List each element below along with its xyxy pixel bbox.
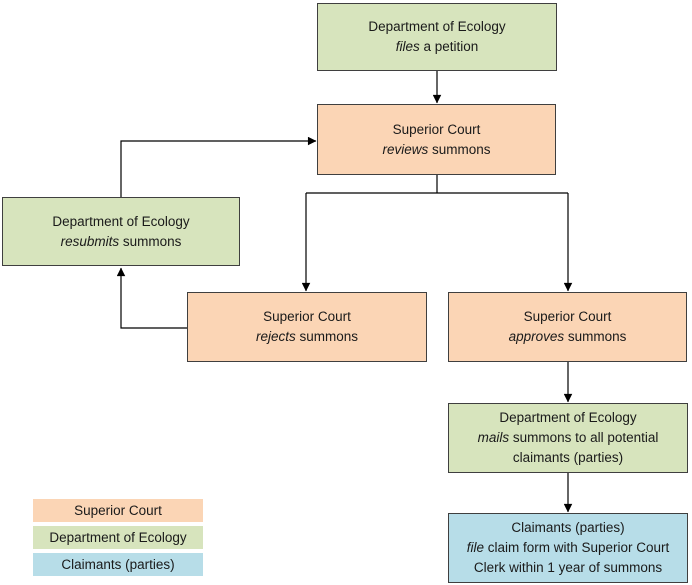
node-line-actor: Department of Ecology (499, 410, 637, 425)
action-rest: summons to all potential (509, 430, 659, 445)
action-word: approves (508, 329, 565, 344)
node-line-actor: Claimants (parties) (511, 520, 625, 535)
node-line-action: files a petition (396, 37, 479, 57)
legend-label: Claimants (parties) (61, 557, 175, 572)
node-line-action: resubmits summons (61, 232, 182, 252)
legend-item-claimants-parties: Claimants (parties) (33, 553, 203, 576)
action-rest: a petition (419, 39, 479, 54)
node-line-actor: Superior Court (523, 309, 612, 324)
action-word: mails (477, 430, 510, 445)
action-word: rejects (255, 329, 296, 344)
node-line-action: rejects summons (256, 327, 358, 347)
node-ecology-files-petition: Department of Ecology files a petition (317, 3, 557, 71)
action-rest: claim form with Superior Court (483, 540, 670, 555)
node-line-action: file claim form with Superior Court (467, 538, 670, 558)
node-line-extra: claimants (parties) (512, 450, 624, 465)
node-line-action: approves summons (509, 327, 627, 347)
legend-item-department-of-ecology: Department of Ecology (33, 526, 203, 549)
legend-label: Superior Court (74, 503, 162, 518)
action-word: files (395, 39, 420, 54)
color-legend: Superior Court Department of Ecology Cla… (33, 499, 203, 580)
action-rest: summons (119, 233, 182, 249)
action-rest: summons (564, 329, 627, 344)
action-word: resubmits (60, 233, 120, 249)
node-claimants-file-claim: Claimants (parties) file claim form with… (448, 513, 688, 583)
node-ecology-mails-summons: Department of Ecology mails summons to a… (448, 403, 688, 473)
node-court-approves-summons: Superior Court approves summons (448, 292, 687, 362)
action-rest: summons (295, 329, 359, 344)
node-line-extra: Clerk within 1 year of summons (473, 560, 663, 575)
node-line-actor: Superior Court (263, 309, 351, 324)
node-line-actor: Department of Ecology (52, 213, 190, 229)
connector-resubmits-to-reviews (120, 136, 317, 197)
legend-label: Department of Ecology (49, 530, 187, 545)
node-line-actor: Department of Ecology (368, 19, 506, 34)
node-line-action: mails summons to all potential (478, 428, 659, 448)
legend-item-superior-court: Superior Court (33, 499, 203, 522)
node-court-reviews-summons: Superior Court reviews summons (317, 104, 556, 175)
action-word: file (466, 540, 484, 555)
connector-rejects-to-resubmits (116, 267, 187, 329)
action-word: reviews (382, 141, 429, 157)
node-line-action: reviews summons (382, 140, 490, 160)
node-ecology-resubmits-summons: Department of Ecology resubmits summons (2, 197, 240, 266)
node-court-rejects-summons: Superior Court rejects summons (187, 292, 427, 362)
node-line-actor: Superior Court (392, 121, 481, 137)
action-rest: summons (428, 141, 491, 157)
